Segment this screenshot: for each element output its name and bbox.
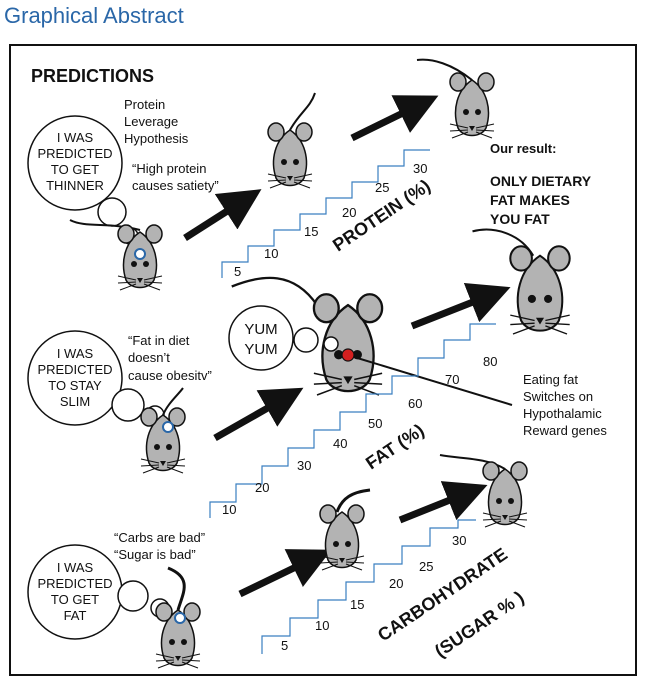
arrow-fat-1	[213, 387, 304, 442]
svg-text:YUM: YUM	[244, 321, 277, 338]
svg-text:cause obesitv”: cause obesitv”	[128, 368, 212, 383]
arrow-fat-2	[410, 283, 511, 330]
arrow-protein-2	[350, 95, 439, 142]
protein-quote: “High protein causes satiety”	[132, 161, 219, 193]
svg-text:15: 15	[350, 597, 364, 612]
svg-text:5: 5	[281, 638, 288, 653]
predictions-title: PREDICTIONS	[31, 66, 154, 86]
graphical-abstract-frame	[9, 44, 637, 676]
fat-step-labels: 10 20 30 40 50 60 70 80	[222, 354, 497, 517]
yum-bubble: YUM YUM	[228, 305, 339, 371]
svg-text:“Sugar is bad”: “Sugar is bad”	[114, 547, 196, 562]
svg-text:Leverage: Leverage	[124, 114, 178, 129]
svg-text:Hypothesis: Hypothesis	[124, 131, 189, 146]
svg-text:15: 15	[304, 224, 318, 239]
svg-text:20: 20	[255, 480, 269, 495]
svg-text:25: 25	[419, 559, 433, 574]
svg-text:20: 20	[342, 205, 356, 220]
svg-text:PREDICTED: PREDICTED	[37, 362, 112, 377]
svg-text:THINNER: THINNER	[46, 178, 104, 193]
svg-text:30: 30	[413, 161, 427, 176]
svg-text:Protein: Protein	[124, 97, 165, 112]
svg-text:YOU FAT: YOU FAT	[490, 211, 550, 227]
protein-staircase	[221, 149, 430, 278]
svg-text:I WAS: I WAS	[57, 130, 94, 145]
carb-quote: “Carbs are bad” “Sugar is bad”	[114, 530, 205, 562]
svg-text:SLIM: SLIM	[60, 394, 90, 409]
page-title: Graphical Abstract	[4, 3, 184, 28]
reward-note: Eating fat Switches on Hypothalamic Rewa…	[523, 372, 607, 438]
result-text: Our result: ONLY DIETARY FAT MAKES YOU F…	[490, 141, 592, 227]
mouse-protein-mid	[267, 92, 316, 189]
fat-staircase	[209, 323, 496, 518]
svg-text:10: 10	[315, 618, 329, 633]
arrow-protein-1	[183, 189, 262, 241]
carb-staircase	[261, 519, 476, 654]
svg-text:Eating fat: Eating fat	[523, 372, 578, 387]
svg-text:25: 25	[375, 180, 389, 195]
svg-text:30: 30	[452, 533, 466, 548]
svg-text:40: 40	[333, 436, 347, 451]
carb-axis-label: CARBOHYDRATE	[374, 544, 511, 645]
svg-text:Hypothalamic: Hypothalamic	[523, 406, 602, 421]
svg-text:doesn’t: doesn’t	[128, 350, 170, 365]
mouse-fat-end	[472, 228, 571, 336]
carb-step-labels: 5 10 15 20 25 30	[281, 533, 466, 653]
svg-text:60: 60	[408, 396, 422, 411]
svg-text:10: 10	[264, 246, 278, 261]
svg-text:“High protein: “High protein	[132, 161, 206, 176]
svg-text:“Carbs are bad”: “Carbs are bad”	[114, 530, 205, 545]
mouse-fat-large	[231, 276, 384, 397]
svg-text:70: 70	[445, 372, 459, 387]
svg-text:50: 50	[368, 416, 382, 431]
svg-text:FAT MAKES: FAT MAKES	[490, 192, 570, 208]
svg-text:TO GET: TO GET	[51, 592, 99, 607]
svg-text:I WAS: I WAS	[57, 346, 94, 361]
svg-text:10: 10	[222, 502, 236, 517]
svg-text:TO GET: TO GET	[51, 162, 99, 177]
svg-text:causes satiety”: causes satiety”	[132, 178, 219, 193]
mouse-carb-end	[439, 454, 528, 528]
fat-quote: “Fat in diet doesn’t cause obesitv”	[128, 333, 212, 383]
protein-hypothesis: Protein Leverage Hypothesis	[124, 97, 189, 146]
svg-text:I WAS: I WAS	[57, 560, 94, 575]
protein-step-labels: 5 10 15 20 25 30	[234, 161, 427, 279]
mouse-carb-mid	[319, 488, 371, 571]
svg-text:PREDICTED: PREDICTED	[37, 576, 112, 591]
svg-text:TO STAY: TO STAY	[48, 378, 102, 393]
svg-text:5: 5	[234, 264, 241, 279]
svg-text:Reward genes: Reward genes	[523, 423, 607, 438]
svg-text:FAT: FAT	[64, 608, 87, 623]
arrow-carb-2	[398, 481, 488, 524]
svg-text:80: 80	[483, 354, 497, 369]
svg-text:Switches on: Switches on	[523, 389, 593, 404]
svg-text:Our result:: Our result:	[490, 141, 556, 156]
reward-pointer-line	[353, 356, 513, 406]
arrow-carb-1	[238, 549, 332, 598]
svg-text:“Fat in diet: “Fat in diet	[128, 333, 190, 348]
svg-text:YUM: YUM	[244, 341, 277, 358]
svg-text:ONLY DIETARY: ONLY DIETARY	[490, 173, 592, 189]
mouse-carb-start	[155, 566, 201, 669]
svg-text:20: 20	[389, 576, 403, 591]
svg-text:30: 30	[297, 458, 311, 473]
mouse-protein-end	[416, 58, 495, 139]
svg-text:PREDICTED: PREDICTED	[37, 146, 112, 161]
mouse-fat-start	[140, 387, 186, 474]
mouse-protein-start	[69, 219, 163, 291]
thought-bubble-fat: I WAS PREDICTED TO GET FAT	[27, 544, 170, 640]
hypothalamus-marker	[341, 348, 355, 362]
